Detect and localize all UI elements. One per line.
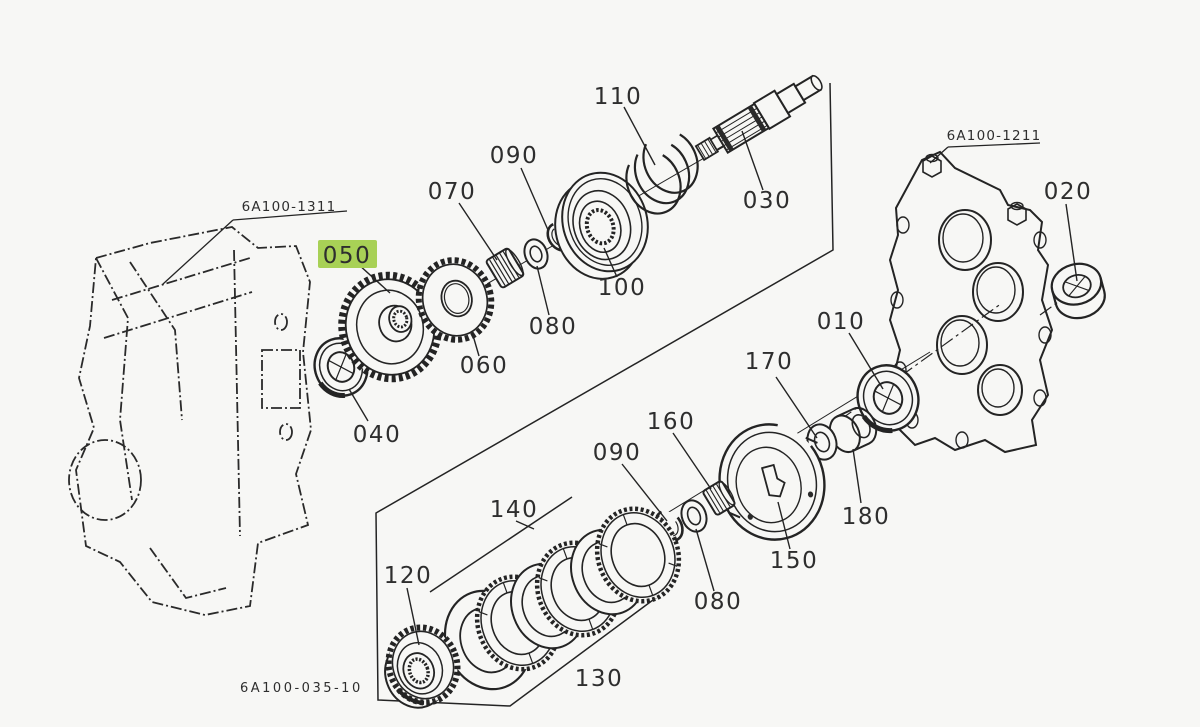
callout-170[interactable]: 170 xyxy=(745,349,793,375)
callout-080-lower[interactable]: 080 xyxy=(694,589,742,615)
callout-050-selected[interactable]: 050 xyxy=(323,243,371,269)
plate-group-bracket-140 xyxy=(429,496,573,593)
clutch-plate-stack-drawing xyxy=(443,506,682,691)
callout-leader-lines xyxy=(348,106,1078,646)
callout-040[interactable]: 040 xyxy=(353,422,401,448)
reference-underline xyxy=(947,142,1041,148)
callout-110[interactable]: 110 xyxy=(594,84,642,110)
drum-100-drawing xyxy=(554,171,649,280)
washer-080-lower-drawing xyxy=(680,499,708,533)
gear-120-drawing xyxy=(384,624,461,709)
figure-ref-6a100-1211[interactable]: 6A100-1211 xyxy=(947,128,1042,144)
callout-030[interactable]: 030 xyxy=(743,188,791,214)
callout-090-upper[interactable]: 090 xyxy=(490,143,538,169)
stud-bolt-drawing xyxy=(922,153,1027,226)
engine-case-drawing xyxy=(68,226,312,616)
callout-160[interactable]: 160 xyxy=(647,409,695,435)
washer-080-upper-drawing xyxy=(523,238,549,270)
figure-reference-left[interactable]: 6A100-1311 xyxy=(162,199,348,285)
needle-bearing-160-drawing xyxy=(702,480,736,516)
part-callouts: 110 030 100 090 080 070 050 060 040 020 … xyxy=(323,84,1092,692)
callout-080-upper[interactable]: 080 xyxy=(529,314,577,340)
reference-leader-line xyxy=(162,219,234,285)
reference-leader-line xyxy=(929,146,949,164)
gear-060-drawing xyxy=(415,257,495,343)
callout-010[interactable]: 010 xyxy=(817,309,865,335)
reference-underline xyxy=(232,210,348,221)
figure-reference-right[interactable]: 6A100-1211 xyxy=(929,128,1042,164)
callout-090-lower[interactable]: 090 xyxy=(593,440,641,466)
callout-180[interactable]: 180 xyxy=(842,504,890,530)
callout-130[interactable]: 130 xyxy=(575,666,623,692)
callout-150[interactable]: 150 xyxy=(770,548,818,574)
group-outline-sheet xyxy=(375,82,834,707)
figure-ref-6a100-1311[interactable]: 6A100-1311 xyxy=(242,199,337,215)
seal-020-drawing xyxy=(1050,262,1106,320)
shaft-030-drawing xyxy=(694,74,823,162)
transmission-cover-drawing xyxy=(888,150,1054,454)
callout-140[interactable]: 140 xyxy=(490,497,538,523)
callout-060[interactable]: 060 xyxy=(460,353,508,379)
callout-070[interactable]: 070 xyxy=(428,179,476,205)
callout-100[interactable]: 100 xyxy=(598,275,646,301)
callout-020[interactable]: 020 xyxy=(1044,179,1092,205)
drawing-code: 6A100-035-10 xyxy=(240,681,363,696)
spring-110-drawing xyxy=(625,129,699,215)
callout-120[interactable]: 120 xyxy=(384,563,432,589)
selected-part-highlight xyxy=(318,240,377,268)
